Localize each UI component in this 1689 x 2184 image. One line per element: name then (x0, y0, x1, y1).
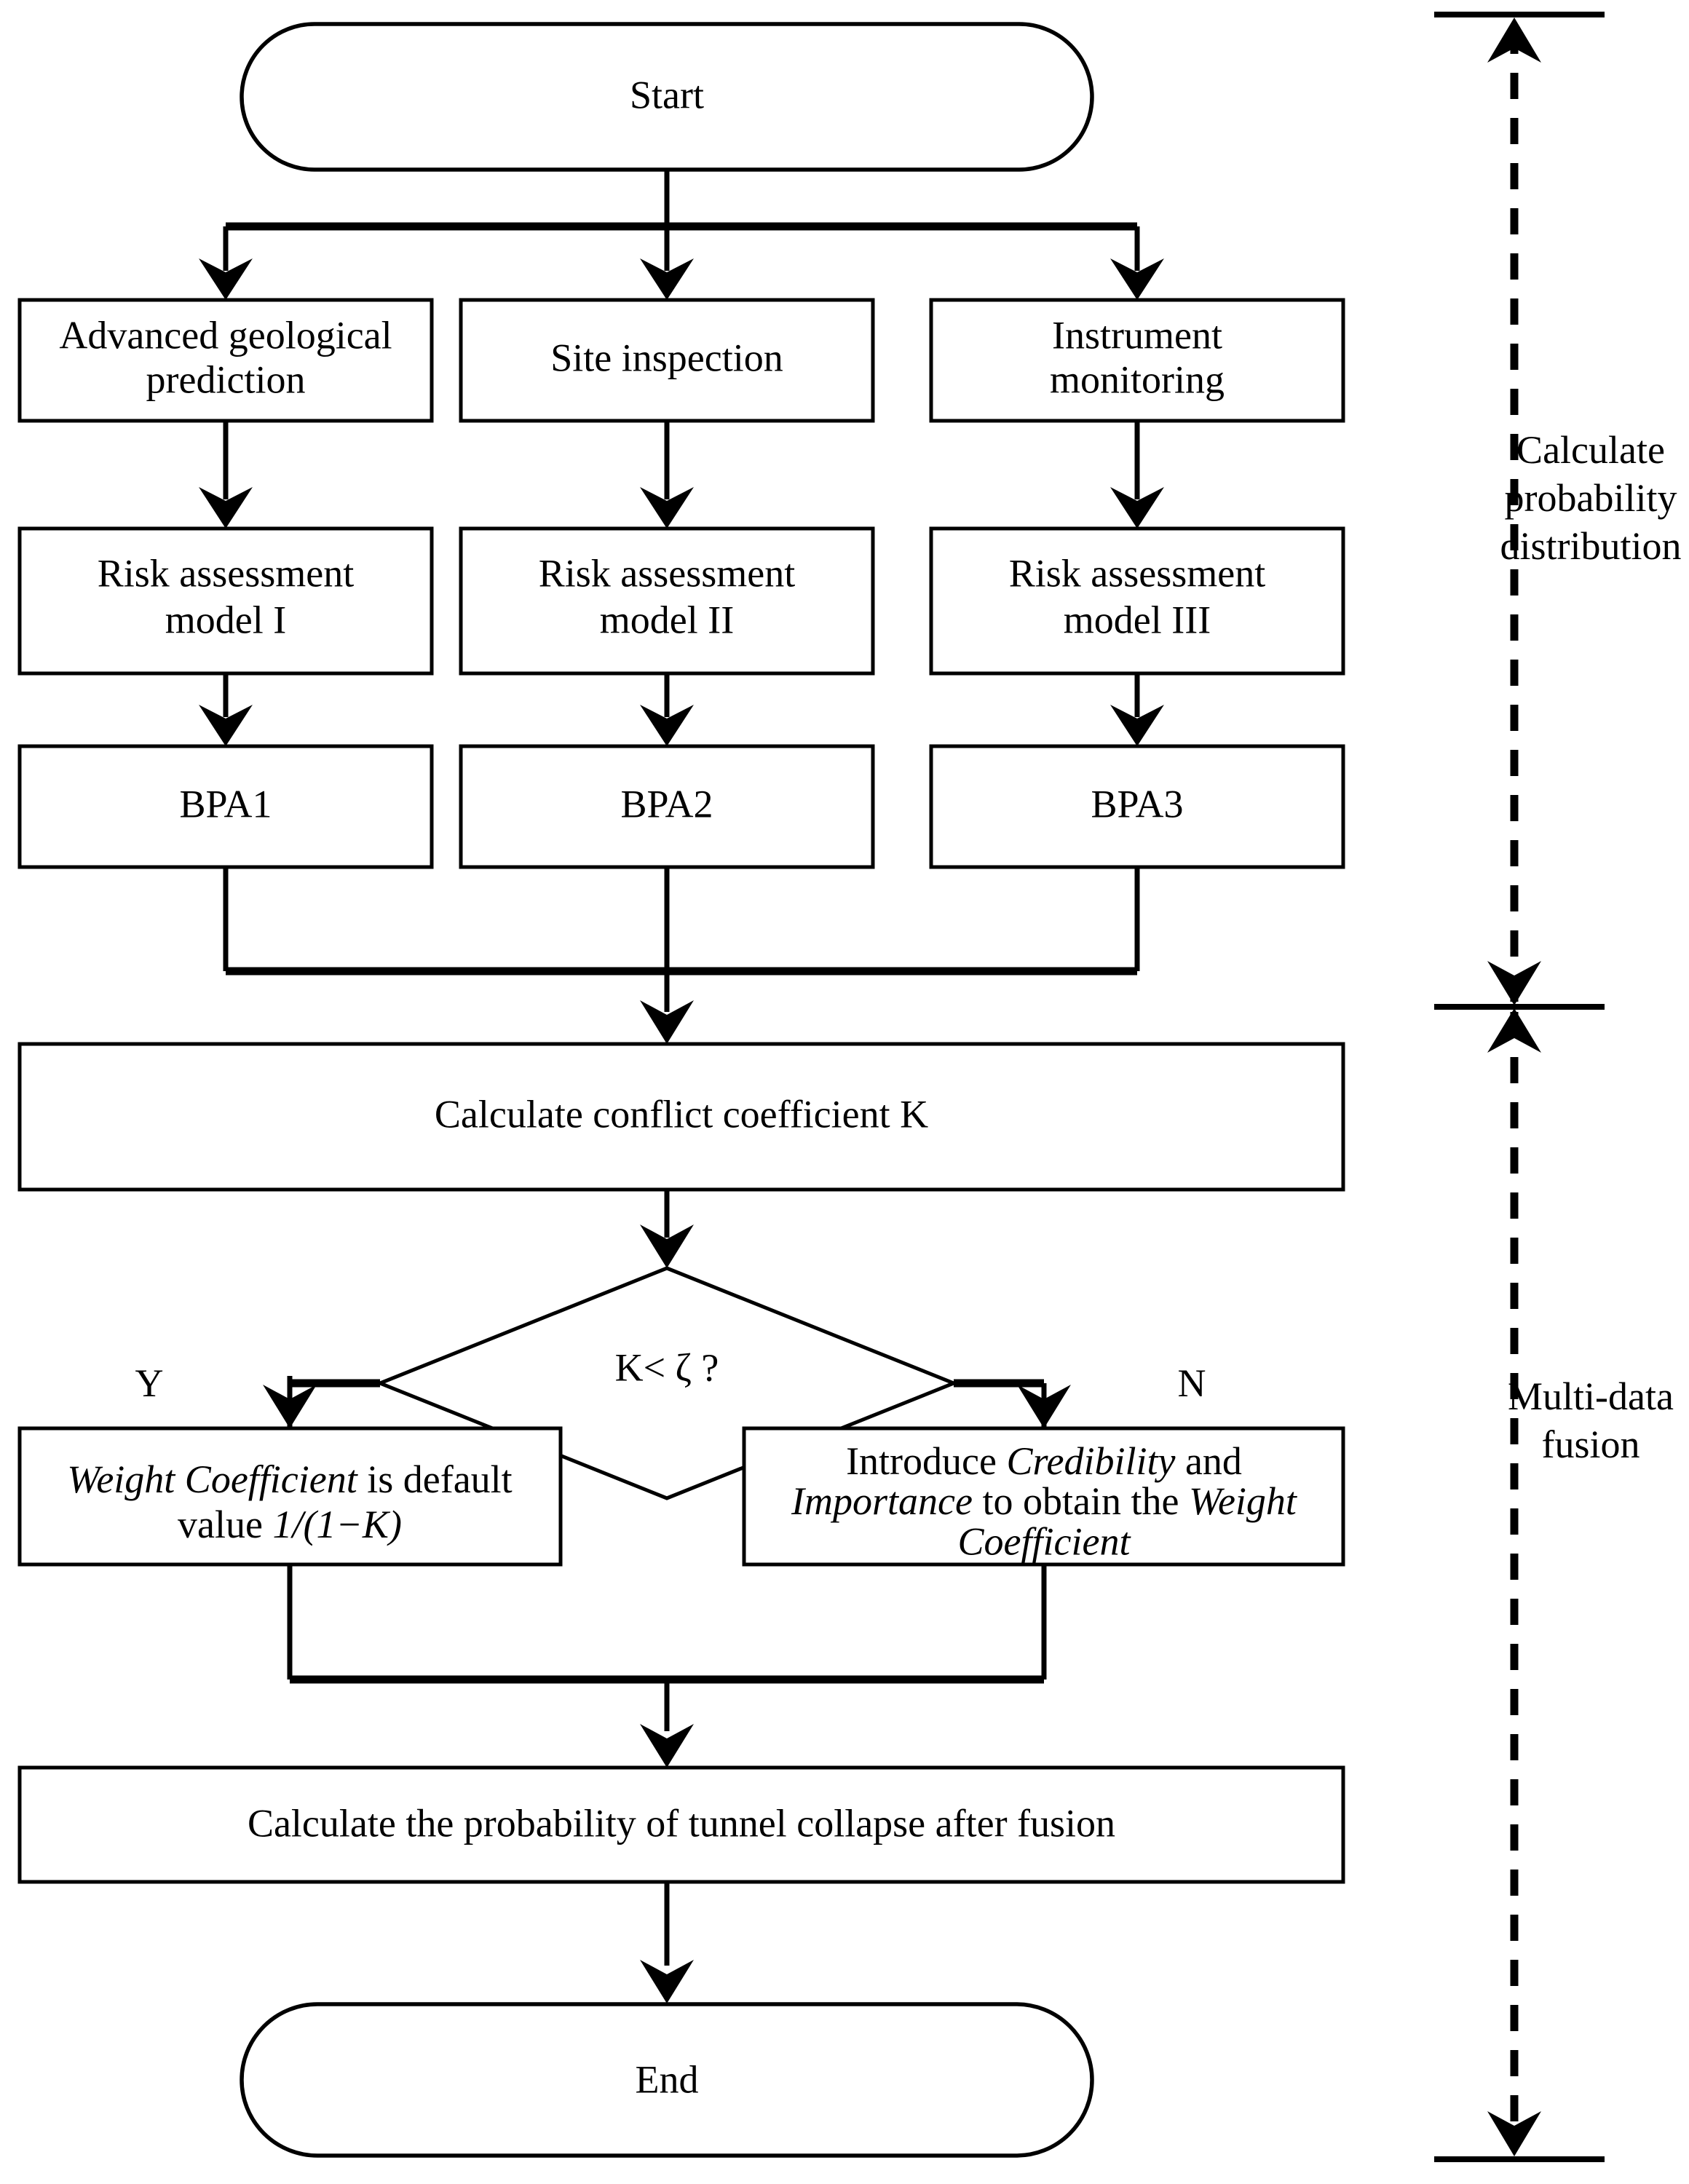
source1-label-line1: Advanced geological (59, 313, 392, 357)
node-bpa-1[interactable]: BPA1 (17, 744, 434, 869)
node-yes-branch[interactable]: Weight Coefficient is default value 1/(1… (17, 1426, 563, 1567)
model1-label-line2: model I (165, 598, 286, 641)
arrow-head-icon (1017, 1385, 1071, 1428)
node-conflict-coefficient[interactable]: Calculate conflict coefficient K (17, 1042, 1345, 1192)
edge-final-to-end (640, 1882, 694, 2003)
arrow-head-icon (1487, 17, 1541, 63)
no-line2-mid: to obtain the (973, 1479, 1189, 1523)
start-label: Start (630, 73, 704, 116)
source2-label-line1: Site inspection (550, 336, 783, 379)
phase1-line2: probability (1505, 476, 1677, 520)
node-source-1[interactable]: Advanced geological prediction (17, 298, 434, 423)
edge-bpa-merge (223, 867, 1140, 1044)
no-line1-prefix: Introduce (846, 1439, 1006, 1483)
yes-line1-rest: is default (357, 1457, 513, 1501)
arrow-head-icon (1487, 961, 1541, 1005)
source3-label-line2: monitoring (1050, 357, 1225, 401)
end-label: End (636, 2057, 699, 2101)
node-model-3[interactable]: Risk assessment model III (929, 526, 1345, 676)
phase1-line3: distribution (1500, 524, 1681, 568)
bpa1-label: BPA1 (179, 782, 272, 826)
model2-label-line1: Risk assessment (539, 551, 796, 595)
edge-decision-yes: Y (135, 1361, 380, 1431)
phase1-line1: Calculate (1516, 428, 1665, 472)
model3-shape (929, 526, 1345, 676)
source2-shape (459, 298, 875, 423)
final-label: Calculate the probability of tunnel coll… (248, 1801, 1115, 1845)
node-source-2[interactable]: Site inspection (459, 298, 875, 423)
no-branch-line1: Introduce Credibility and (846, 1439, 1242, 1483)
yes-line2-prefix: value (178, 1503, 272, 1546)
no-line2-emphasis-b: Weight (1189, 1479, 1298, 1523)
arrow-head-icon (640, 1000, 694, 1044)
node-final-calculation[interactable]: Calculate the probability of tunnel coll… (17, 1765, 1345, 1884)
bpa2-label: BPA2 (620, 782, 713, 826)
end-shape (240, 2002, 1094, 2158)
no-branch-line3: Coefficient (958, 1519, 1132, 1563)
source3-shape (929, 298, 1345, 423)
yes-branch-line1: Weight Coefficient is default (67, 1457, 512, 1501)
no-line1-suffix: and (1175, 1439, 1241, 1483)
bpa3-label: BPA3 (1091, 782, 1183, 826)
node-model-1[interactable]: Risk assessment model I (17, 526, 434, 676)
model3-label-line1: Risk assessment (1009, 551, 1266, 595)
yes-branch-line2: value 1/(1−K) (178, 1503, 402, 1546)
source3-label-line1: Instrument (1052, 313, 1222, 357)
arrow-head-icon (640, 1960, 694, 2003)
phase-bracket-annotations: Calculate probability distribution Multi… (1434, 12, 1682, 2162)
arrow-head-icon (263, 1385, 317, 1428)
arrow-head-icon (1110, 487, 1164, 529)
phase2-line1: Multi-data (1508, 1374, 1674, 1418)
edge-decision-no: N (954, 1361, 1206, 1431)
conflict-label: Calculate conflict coefficient K (435, 1092, 928, 1136)
model3-label-line2: model III (1064, 598, 1211, 641)
bpa3-shape (929, 744, 1345, 869)
arrow-head-icon (1110, 258, 1164, 300)
arrow-head-icon (199, 258, 253, 300)
node-source-3[interactable]: Instrument monitoring (929, 298, 1345, 423)
arrow-head-icon (640, 1724, 694, 1768)
no-line2-emphasis-a: Importance (791, 1479, 973, 1523)
yes-branch-label: Y (135, 1361, 164, 1405)
model1-label-line1: Risk assessment (98, 551, 355, 595)
no-branch-shape (742, 1426, 1345, 1567)
edge-sources-to-models (199, 421, 1164, 529)
phase2-annotation-label: Multi-data fusion (1508, 1374, 1674, 1466)
phase1-annotation-label: Calculate probability distribution (1500, 428, 1681, 568)
node-bpa-3[interactable]: BPA3 (929, 744, 1345, 869)
node-end[interactable]: End (240, 2002, 1094, 2158)
arrow-head-icon (1487, 2111, 1541, 2156)
conflict-shape (17, 1042, 1345, 1192)
model2-label-line2: model II (600, 598, 734, 641)
edge-start-fanout (199, 170, 1164, 300)
edge-models-to-bpa (199, 673, 1164, 746)
arrow-head-icon (199, 487, 253, 529)
source1-label-line2: prediction (146, 357, 306, 401)
bpa1-shape (17, 744, 434, 869)
arrow-head-icon (640, 487, 694, 529)
phase2-line2: fusion (1542, 1423, 1640, 1466)
yes-branch-shape (17, 1426, 563, 1567)
bpa2-shape (459, 744, 875, 869)
arrow-head-icon (199, 705, 253, 746)
arrow-head-icon (640, 705, 694, 746)
no-branch-line2: Importance to obtain the Weight (791, 1479, 1298, 1523)
no-branch-label: N (1178, 1361, 1206, 1405)
no-line1-emphasis: Credibility (1006, 1439, 1175, 1483)
node-bpa-2[interactable]: BPA2 (459, 744, 875, 869)
yes-line1-emphasis: Weight Coefficient (67, 1457, 358, 1501)
decision-label: K< ζ ? (615, 1345, 719, 1389)
arrow-head-icon (1110, 705, 1164, 746)
node-start[interactable]: Start (240, 22, 1094, 172)
edge-conflict-to-decision (640, 1190, 694, 1268)
arrow-head-icon (640, 258, 694, 300)
final-shape (17, 1765, 1345, 1884)
node-no-branch[interactable]: Introduce Credibility and Importance to … (742, 1426, 1345, 1567)
yes-line2-emphasis: 1/(1−K) (273, 1503, 402, 1546)
arrow-head-icon (640, 1224, 694, 1268)
edge-branch-merge (287, 1564, 1047, 1768)
node-model-2[interactable]: Risk assessment model II (459, 526, 875, 676)
